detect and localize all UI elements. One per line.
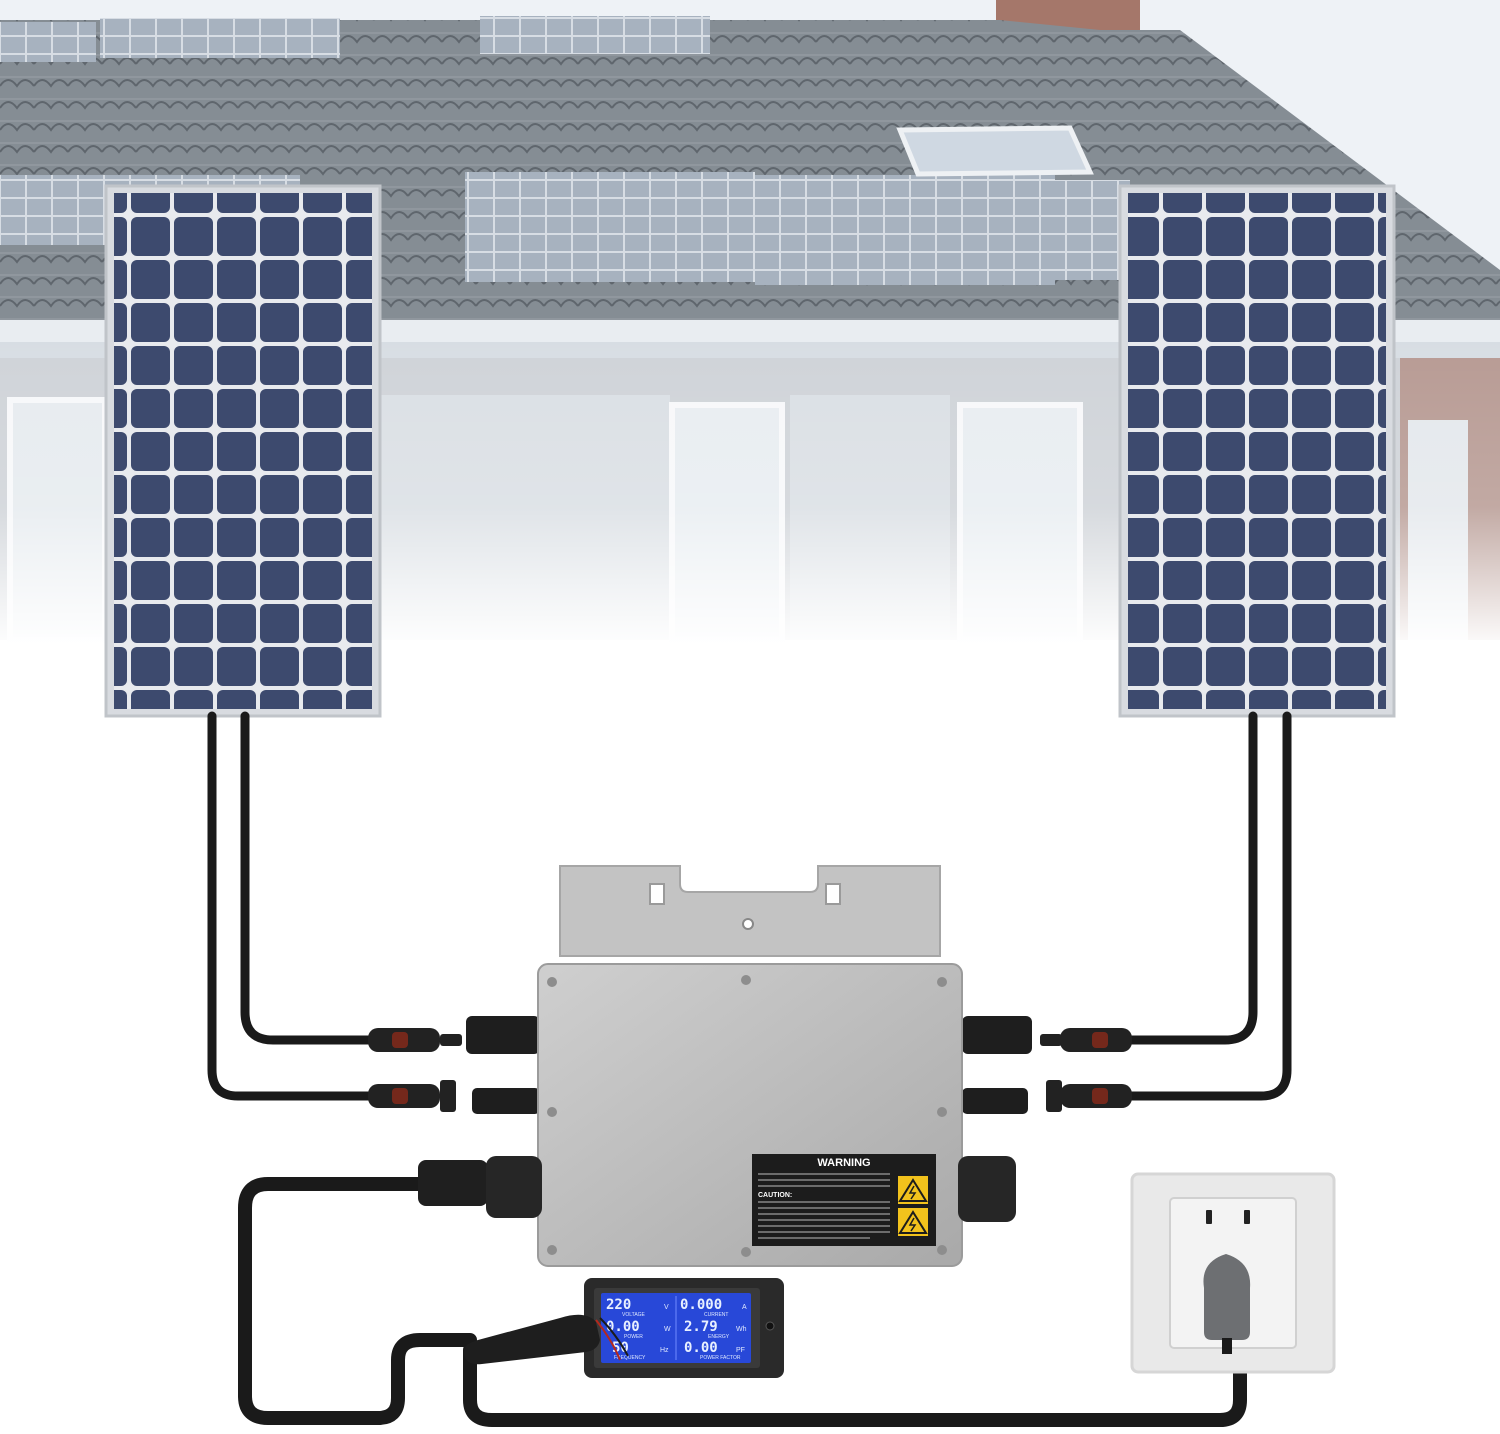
roof-panel [0,22,96,62]
meter-lcd: 220 V 0.000 A VOLTAGE CURRENT 0.00 W 2.7… [601,1293,751,1363]
pf-unit: PF [736,1347,745,1354]
power-label: POWER [624,1334,643,1340]
caution-title: CAUTION: [758,1192,792,1199]
wall-socket [1130,1172,1336,1374]
mc4-connectors [368,1016,1132,1114]
roof-panel [755,175,1055,285]
skylight [896,125,1094,177]
energy-unit: Wh [736,1326,747,1333]
energy-value: 2.79 [684,1319,718,1335]
voltage-value: 220 [606,1297,631,1313]
pf-value: 0.00 [684,1340,718,1356]
micro-inverter: WARNING CAUTION: [418,865,1016,1267]
current-unit: A [742,1304,747,1311]
meter-cable-grip [463,1314,600,1365]
ac-cable [238,1177,1247,1427]
frequency-unit: Hz [660,1347,669,1354]
wall-socket-icon [1206,1210,1250,1224]
plug [1203,1254,1251,1340]
voltage-unit: V [664,1304,669,1311]
voltage-label: VOLTAGE [622,1312,646,1318]
solar-panel-left [104,184,382,718]
current-label: CURRENT [704,1312,728,1318]
roof-panel [480,16,710,54]
current-value: 0.000 [680,1297,722,1313]
frequency-label: FREQUENCY [614,1355,646,1361]
solar-panel-right [1118,184,1396,718]
power-unit: W [664,1326,671,1333]
roof-panel [465,172,755,282]
panel-cables [207,711,1292,1101]
power-meter: 220 V 0.000 A VOLTAGE CURRENT 0.00 W 2.7… [463,1278,784,1378]
roof-panel [1040,180,1130,280]
warning-triangle-icon [898,1208,928,1236]
roof-panel [100,18,340,58]
warning-triangle-icon [898,1176,928,1204]
mounting-bracket [559,865,941,957]
power-value: 0.00 [606,1319,640,1335]
meter-reset-button[interactable] [765,1321,775,1331]
warning-label: WARNING CAUTION: [752,1154,936,1246]
pf-label: POWER FACTOR [700,1355,741,1361]
warning-title: WARNING [817,1157,870,1169]
energy-label: ENERGY [708,1334,730,1340]
